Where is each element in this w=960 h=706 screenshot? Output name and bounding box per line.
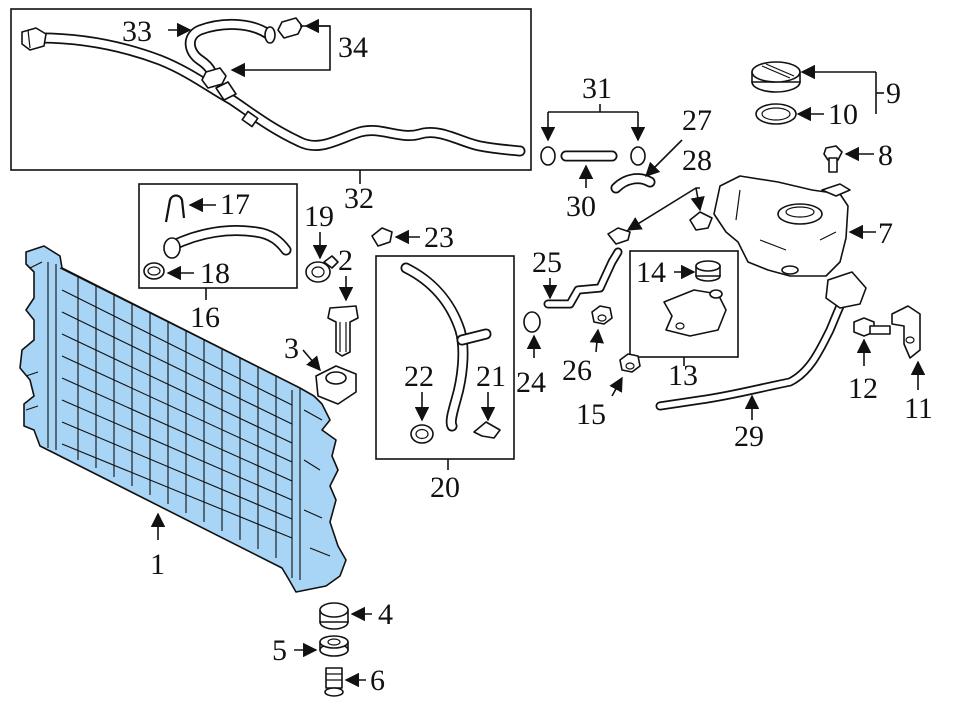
clamp-part-23	[371, 227, 393, 247]
callout-32: 32	[344, 182, 374, 215]
callout-1: 1	[150, 548, 165, 581]
callout-14: 14	[636, 256, 666, 289]
hose-part-20	[400, 262, 492, 432]
callout-29: 29	[734, 420, 764, 453]
callout-34: 34	[338, 31, 368, 64]
bushing-part-4	[319, 602, 349, 630]
callout-28: 28	[682, 144, 712, 177]
callout-22: 22	[404, 360, 434, 393]
callout-11: 11	[904, 392, 933, 425]
o-ring-inner-22	[415, 428, 429, 440]
o-ring-part-22	[410, 424, 434, 444]
hose-part-33	[184, 18, 276, 88]
bracket-part-11	[891, 305, 921, 359]
drain-fitting-part-2	[327, 305, 359, 357]
hose-part-29	[655, 271, 867, 411]
clamp-part-24	[523, 311, 541, 333]
clamp-part-19	[305, 255, 339, 283]
nut-part-26	[591, 305, 613, 325]
mount-part-3	[315, 365, 357, 405]
callout-25: 25	[532, 246, 562, 279]
group-box-16	[138, 183, 298, 289]
bolt-part-8	[823, 145, 843, 173]
seal-part-10	[755, 103, 797, 125]
filler-cap-part-9	[751, 61, 801, 93]
callout-8: 8	[878, 139, 893, 172]
hose-part-27	[610, 173, 656, 194]
callout-5: 5	[272, 634, 287, 667]
callout-17: 17	[220, 188, 250, 221]
callout-27: 27	[682, 104, 712, 137]
callout-3: 3	[284, 332, 299, 365]
callout-7: 7	[878, 217, 893, 250]
clamp-part-34	[201, 17, 303, 89]
callout-33: 33	[122, 15, 152, 48]
washer-part-5	[319, 635, 349, 657]
group-box-20	[375, 255, 515, 460]
callout-15: 15	[576, 398, 606, 431]
cap-part-14	[695, 260, 721, 282]
group-box-32	[10, 8, 532, 171]
callout-12: 12	[848, 372, 878, 405]
callout-24: 24	[516, 366, 546, 399]
bolt-part-12	[853, 317, 891, 337]
o-ring-inner	[147, 266, 161, 276]
callout-9: 9	[886, 77, 901, 110]
callout-30: 30	[566, 190, 596, 223]
callout-4: 4	[378, 598, 393, 631]
callout-20: 20	[430, 471, 460, 504]
callout-18: 18	[200, 257, 230, 290]
callout-6: 6	[370, 664, 385, 697]
clamp-part-31	[540, 146, 646, 166]
callout-19: 19	[304, 200, 334, 233]
callout-31: 31	[582, 72, 612, 105]
o-ring-part-18	[143, 262, 165, 280]
callout-21: 21	[476, 360, 506, 393]
callout-26: 26	[562, 354, 592, 387]
overflow-hose	[21, 27, 526, 157]
callout-23: 23	[424, 221, 454, 254]
hose-part-16	[163, 225, 292, 259]
pipe-part-25	[543, 247, 623, 309]
bracket-part-13	[663, 289, 727, 337]
nut-part-15	[619, 353, 641, 373]
expansion-tank-part-7	[713, 175, 851, 277]
callout-10: 10	[828, 98, 858, 131]
callout-2: 2	[338, 244, 353, 277]
callout-13: 13	[668, 359, 698, 392]
bolt-part-6	[324, 667, 344, 697]
clip-part-21	[473, 421, 501, 439]
radiator	[19, 245, 347, 593]
clamp-part-28	[607, 211, 713, 245]
callout-16: 16	[190, 301, 220, 334]
clip-part-17	[164, 194, 186, 223]
